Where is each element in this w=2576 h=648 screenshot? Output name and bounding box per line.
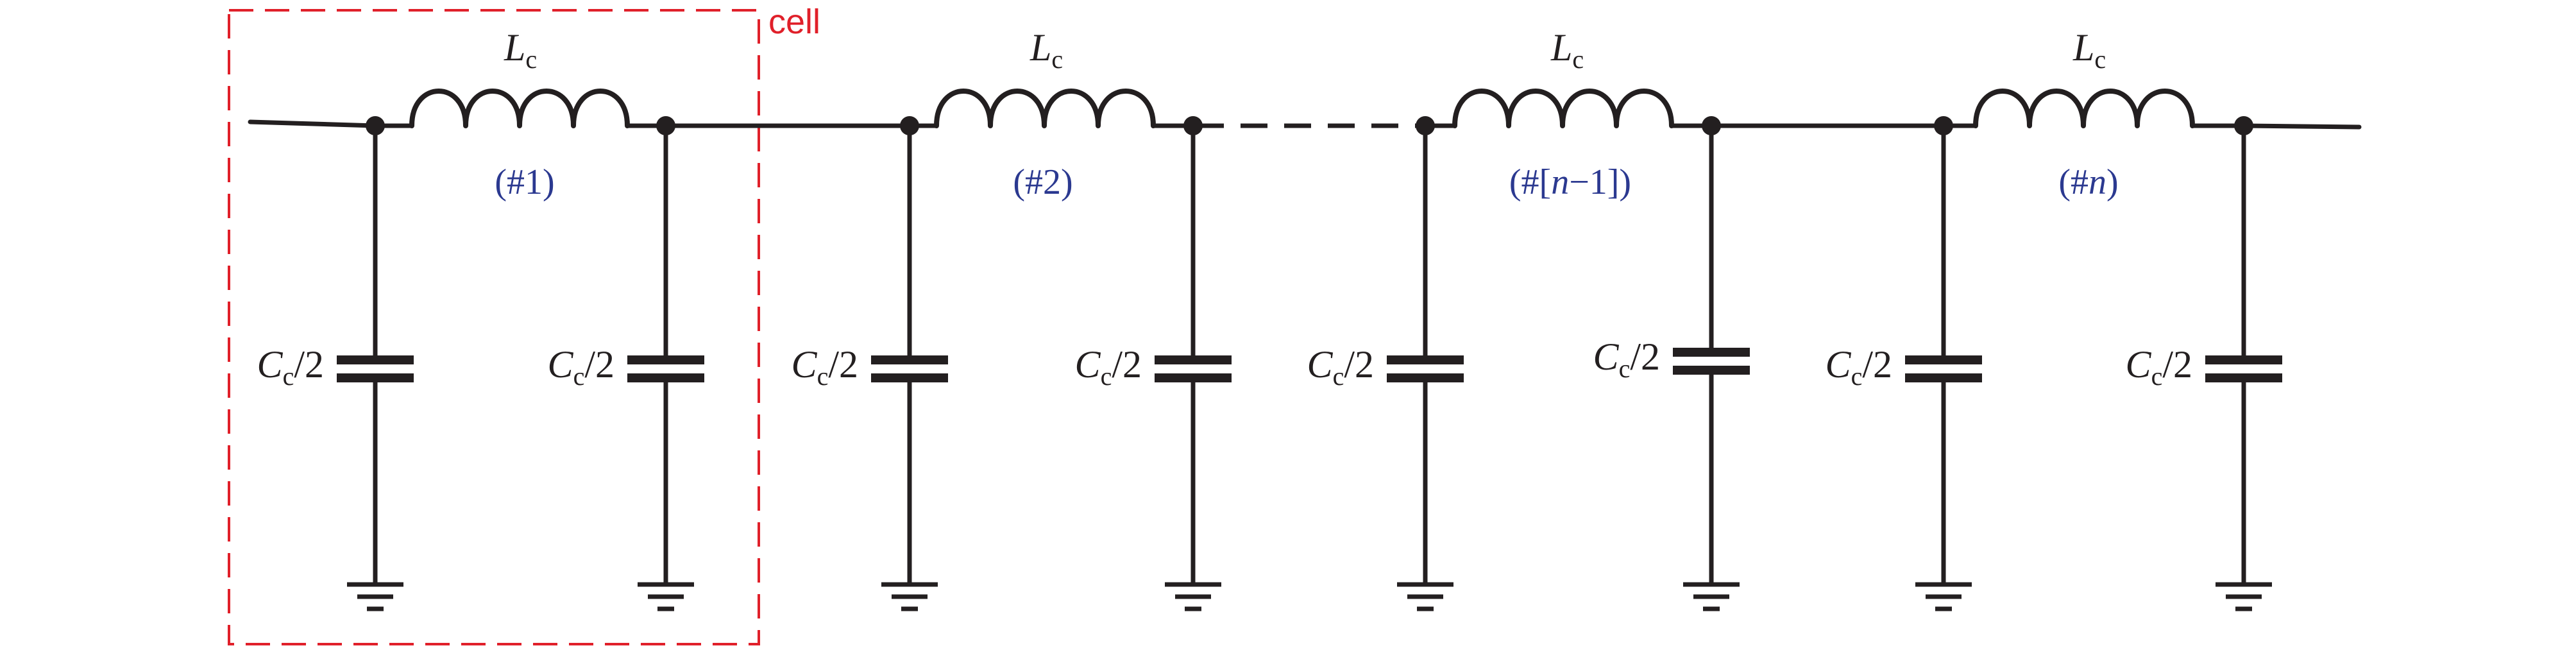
capacitor-branch-3: Cc/2 — [792, 123, 948, 611]
junction-node — [1934, 116, 1953, 135]
capacitor-branch-5: Cc/2 — [1307, 123, 1464, 611]
ground-icon — [1915, 582, 1972, 611]
capacitor-label: Cc/2 — [548, 343, 614, 391]
capacitor-branch-7: Cc/2 — [1826, 123, 1982, 611]
capacitor-label: Cc/2 — [1826, 343, 1892, 391]
cell-boundary: cell — [228, 3, 820, 645]
ground-icon — [347, 582, 403, 611]
capacitor-branch-8: Cc/2 — [2126, 123, 2282, 611]
ground-icon — [1683, 582, 1740, 611]
junction-node — [1702, 116, 1721, 135]
inductor-coil-2 — [934, 89, 1156, 128]
junction-node — [900, 116, 919, 135]
inductor-coil-4 — [1973, 89, 2195, 128]
inductor-label-4: Lc — [2072, 26, 2106, 74]
junction-node — [366, 116, 385, 135]
section-labels: (#1) (#2) (#[n−1]) (#n) — [495, 162, 2118, 202]
inductors — [409, 89, 2195, 128]
ground-icon — [1397, 582, 1453, 611]
input-lead — [248, 119, 378, 128]
ground-icon — [2216, 582, 2272, 611]
inductor-coil-3 — [1452, 89, 1674, 128]
inductor-label-2: Lc — [1030, 26, 1063, 74]
junction-node — [1183, 116, 1203, 135]
capacitor-label: Cc/2 — [257, 343, 324, 391]
capacitor-branch-1: Cc/2 — [257, 123, 414, 611]
inductor-label-1: Lc — [504, 26, 537, 74]
inductor-coil-1 — [409, 89, 630, 128]
cell-label: cell — [768, 3, 820, 41]
section-label-3: (#[n−1]) — [1509, 162, 1631, 202]
ground-icon — [881, 582, 938, 611]
capacitor-branch-6: Cc/2 — [1593, 123, 1750, 611]
section-label-4: (#n) — [2058, 162, 2118, 202]
junction-nodes — [366, 116, 2253, 135]
ground-icon — [1165, 582, 1221, 611]
output-lead — [2241, 123, 2362, 130]
ground-icon — [638, 582, 694, 611]
junction-node — [1416, 116, 1435, 135]
inductor-labels: Lc Lc Lc Lc — [504, 26, 2106, 74]
capacitor-label: Cc/2 — [1307, 343, 1374, 391]
shunt-branches: Cc/2 Cc/2 Cc/2 Cc/2 Cc/2 Cc/2 Cc/2 Cc/2 — [257, 123, 2282, 611]
section-label-2: (#2) — [1013, 162, 1072, 202]
section-label-1: (#1) — [495, 162, 554, 202]
cell-box — [228, 9, 760, 645]
junction-node — [656, 116, 675, 135]
capacitor-branch-2: Cc/2 — [548, 123, 704, 611]
capacitor-label: Cc/2 — [792, 343, 858, 391]
capacitor-label: Cc/2 — [2126, 343, 2192, 391]
capacitor-label: Cc/2 — [1593, 336, 1660, 383]
junction-node — [2234, 116, 2253, 135]
capacitor-label: Cc/2 — [1075, 343, 1142, 391]
inductor-label-3: Lc — [1550, 26, 1584, 74]
capacitor-branch-4: Cc/2 — [1075, 123, 1232, 611]
line-wires — [248, 119, 2362, 130]
